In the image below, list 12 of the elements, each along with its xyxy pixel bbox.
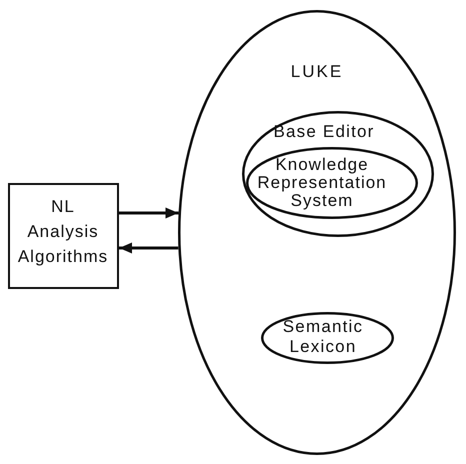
node-label: Base Editor [273, 122, 375, 142]
node-label: LUKE [290, 62, 344, 82]
module-ellipse [242, 111, 434, 237]
module-ellipse [246, 147, 418, 219]
node-label: Semantic Lexicon [282, 317, 364, 357]
node-label: NL Analysis Algorithms [16, 196, 110, 268]
process-box [8, 183, 119, 289]
node-label: Knowledge Representation System [256, 156, 388, 210]
module-ellipse [261, 312, 394, 364]
system-ellipse [178, 10, 456, 455]
arrow [119, 208, 178, 218]
arrow [119, 242, 178, 254]
